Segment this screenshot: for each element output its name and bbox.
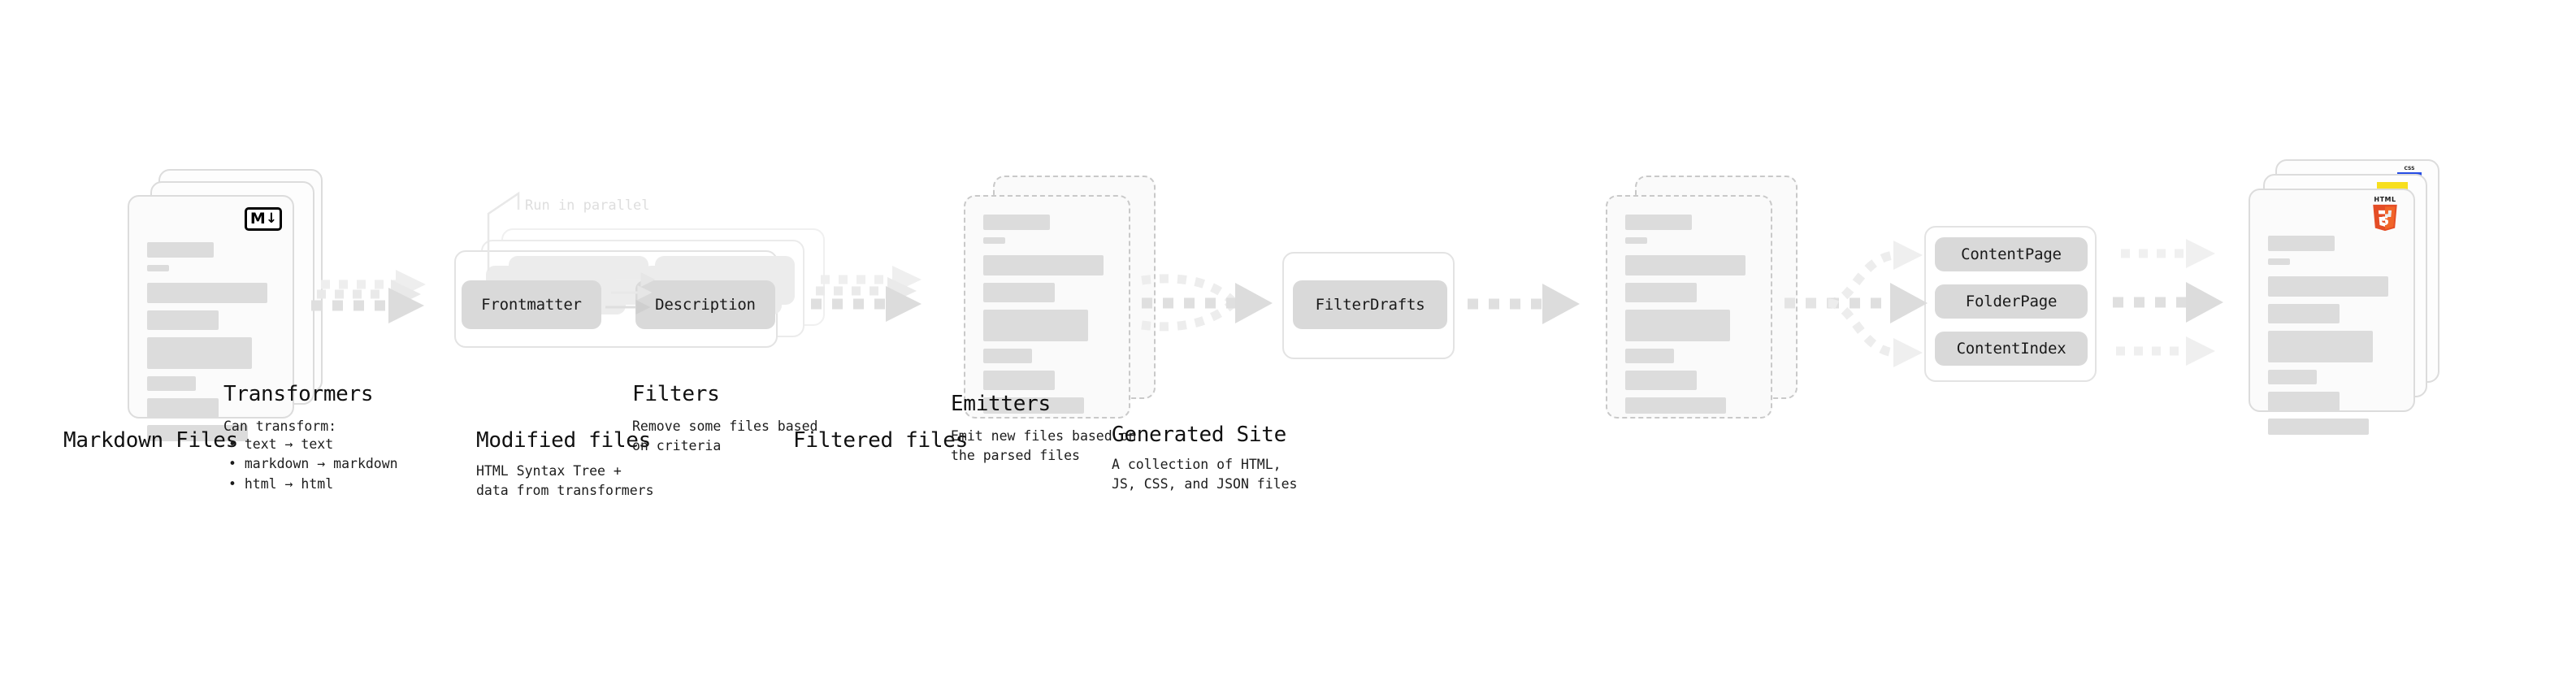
markdown-file-skeleton — [147, 242, 275, 449]
connector-filtered-to-emitters — [1785, 241, 1928, 367]
generated-site-card-front: HTML 5 — [2249, 189, 2415, 435]
transformers-bullets: • text → text • markdown → markdown • ht… — [228, 435, 398, 494]
connector-transformers-to-modified — [811, 266, 922, 322]
generated-site-subtitle: A collection of HTML, JS, CSS, and JSON … — [1112, 457, 1298, 492]
html5-icon-shield: 5 — [2373, 204, 2397, 232]
modified-file-card-front — [964, 195, 1130, 419]
filtered-files-title: Filtered files — [793, 428, 968, 453]
transformers-chip-description[interactable]: Description — [635, 280, 775, 329]
connector-markdown-to-transformers — [311, 270, 426, 323]
modified-file-skeleton — [983, 215, 1111, 421]
html5-icon-number: 5 — [2381, 215, 2389, 228]
connector-emitters-to-site — [2113, 239, 2223, 366]
emitters-chip-folderpage[interactable]: FolderPage — [1935, 284, 2088, 319]
transformers-bullet-0: • text → text — [228, 436, 334, 452]
run-in-parallel-note: Run in parallel — [525, 197, 650, 214]
modified-files-title: Modified files — [476, 428, 651, 453]
markdown-icon: M↓ — [245, 207, 282, 231]
emitters-chip-contentpage[interactable]: ContentPage — [1935, 237, 2088, 271]
transformers-chip-frontmatter[interactable]: Frontmatter — [462, 280, 601, 329]
modified-files-subtitle: HTML Syntax Tree + data from transformer… — [476, 463, 654, 498]
transformers-subtitle: Can transform: — [223, 419, 337, 434]
transformers-title: Transformers — [223, 382, 374, 406]
markdown-file-card-front: M↓ — [128, 195, 294, 441]
generated-site-skeleton — [2268, 236, 2396, 442]
emitters-title: Emitters — [951, 392, 1051, 416]
filtered-file-card-front — [1606, 195, 1772, 419]
transformers-bullet-2: • html → html — [228, 475, 334, 492]
html5-icon-word: HTML — [2374, 196, 2396, 203]
html5-icon: HTML 5 — [2370, 197, 2400, 232]
filters-subtitle: Remove some files based on criteria — [632, 419, 818, 453]
transformers-bullet-1: • markdown → markdown — [228, 456, 398, 472]
css-icon-label: CSS — [2404, 166, 2415, 171]
filtered-file-skeleton — [1625, 215, 1753, 421]
emitters-subtitle: Emit new files based on the parsed files — [951, 428, 1137, 463]
connector-filters-to-filtered — [1468, 284, 1580, 324]
markdown-icon-letter: M — [249, 210, 266, 228]
connector-modified-to-filters — [1141, 274, 1273, 332]
filters-title: Filters — [632, 382, 720, 406]
emitters-chip-contentindex[interactable]: ContentIndex — [1935, 332, 2088, 366]
markdown-files-title: Markdown Files — [63, 428, 238, 453]
generated-site-title: Generated Site — [1112, 423, 1286, 447]
filters-chip-filterdrafts[interactable]: FilterDrafts — [1293, 280, 1447, 329]
